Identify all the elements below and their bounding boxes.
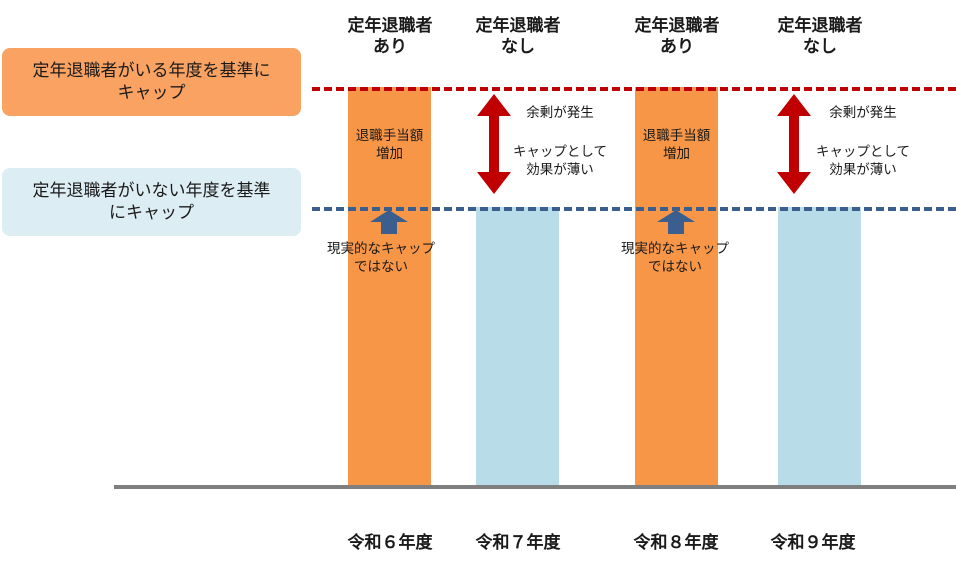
column-header-3: 定年退職者 あり — [634, 16, 720, 57]
note-surplus-fy7: 余剰が発生 — [526, 105, 594, 121]
label-cap-with-retirees: 定年退職者がいる年度を基準に キャップ — [2, 48, 301, 116]
baseline — [114, 485, 956, 489]
up-arrow-icon — [370, 210, 408, 234]
double-arrow-icon — [777, 94, 811, 194]
note-not-realistic-fy6: 現実的なキャップ ではない — [327, 241, 435, 275]
bar-fy6 — [348, 87, 431, 485]
bar-fy8 — [635, 87, 718, 485]
column-header-2: 定年退職者 なし — [475, 16, 561, 57]
note-allowance-increase-fy8: 退職手当額 増加 — [642, 128, 711, 162]
column-header-1: 定年退職者 あり — [347, 16, 433, 57]
note-weak-effect-fy7: キャップとして 効果が薄い — [512, 144, 608, 178]
cap-line-without-retirees — [312, 207, 956, 211]
year-label-fy7: 令和７年度 — [475, 533, 561, 553]
year-label-fy8: 令和８年度 — [633, 533, 719, 553]
cap-line-with-retirees — [312, 87, 956, 91]
bar-fy7 — [476, 207, 559, 485]
year-label-fy6: 令和６年度 — [347, 533, 433, 553]
up-arrow-icon — [657, 210, 695, 234]
note-not-realistic-fy8: 現実的なキャップ ではない — [621, 241, 729, 275]
double-arrow-icon — [477, 94, 511, 194]
note-surplus-fy9: 余剰が発生 — [829, 105, 897, 121]
bar-fy9 — [778, 207, 861, 485]
note-allowance-increase-fy6: 退職手当額 増加 — [355, 128, 424, 162]
year-label-fy9: 令和９年度 — [770, 533, 856, 553]
label-cap-without-retirees: 定年退職者がいない年度を基準 にキャップ — [2, 168, 301, 236]
column-header-4: 定年退職者 なし — [777, 16, 863, 57]
note-weak-effect-fy9: キャップとして 効果が薄い — [815, 144, 911, 178]
